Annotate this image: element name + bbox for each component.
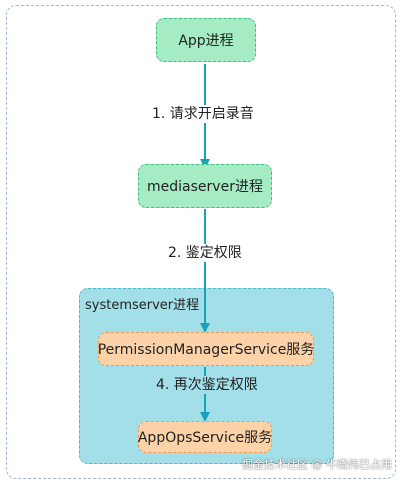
- node-app-process: App进程: [156, 18, 256, 62]
- edge-label-check-permission: 2. 鉴定权限: [166, 244, 244, 262]
- diagram-frame: [6, 5, 396, 479]
- systemserver-cluster-label: systemserver进程: [85, 298, 200, 313]
- watermark: 掘金技术社区 @ 牛晓伟已占用: [242, 458, 392, 471]
- node-app-ops-service: AppOpsService服务: [138, 421, 272, 453]
- node-permission-manager-service: PermissionManagerService服务: [98, 332, 314, 366]
- edge-label-request-recording: 1. 请求开启录音: [150, 105, 256, 123]
- edge-label-recheck-permission: 4. 再次鉴定权限: [154, 376, 260, 394]
- node-mediaserver-process: mediaserver进程: [138, 164, 272, 208]
